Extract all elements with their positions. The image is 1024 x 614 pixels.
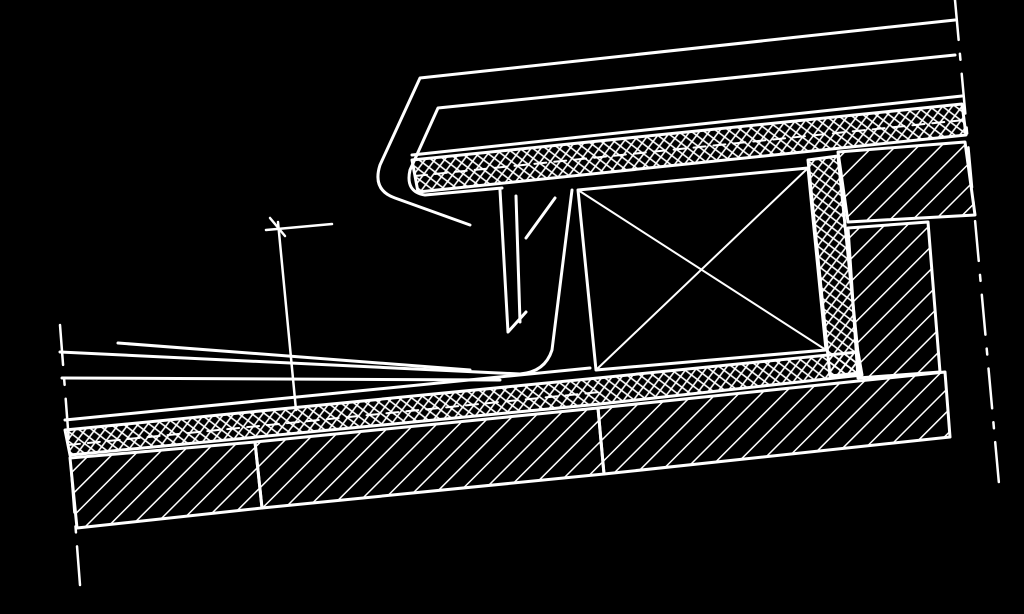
lower-insulation-layer (63, 350, 864, 457)
flashing-drip (524, 196, 557, 240)
deck-line (63, 366, 592, 422)
square-timber (576, 166, 828, 372)
timber-post (846, 220, 942, 380)
upper-insulation-layer (410, 102, 968, 194)
cap-inner-sheet (407, 53, 957, 197)
timber-top-block (836, 140, 977, 224)
cap-top-sheet (376, 18, 957, 227)
level-marker-stem (276, 220, 298, 412)
level-marker (264, 216, 334, 412)
axis-line-right (953, 0, 1002, 497)
flashing-inner (514, 194, 522, 324)
timber-beam-3 (596, 370, 952, 476)
gutter-sheet-lower (60, 376, 502, 382)
gutter-flashing (58, 188, 574, 382)
sheet-metal-cap (376, 18, 964, 227)
cap-lower-sheet (410, 94, 964, 157)
membrane-line (67, 391, 601, 446)
timber-beam-1 (68, 440, 264, 530)
level-marker-tick (268, 216, 287, 238)
upper-membrane-line (414, 119, 965, 177)
gutter-sheet (58, 188, 574, 376)
level-marker-bar (264, 222, 334, 232)
lower-timber-beams (68, 370, 952, 530)
flashing-outer (498, 188, 528, 334)
gutter-sheet-upper (116, 341, 472, 372)
square-timber-diagonal-2 (595, 167, 809, 371)
